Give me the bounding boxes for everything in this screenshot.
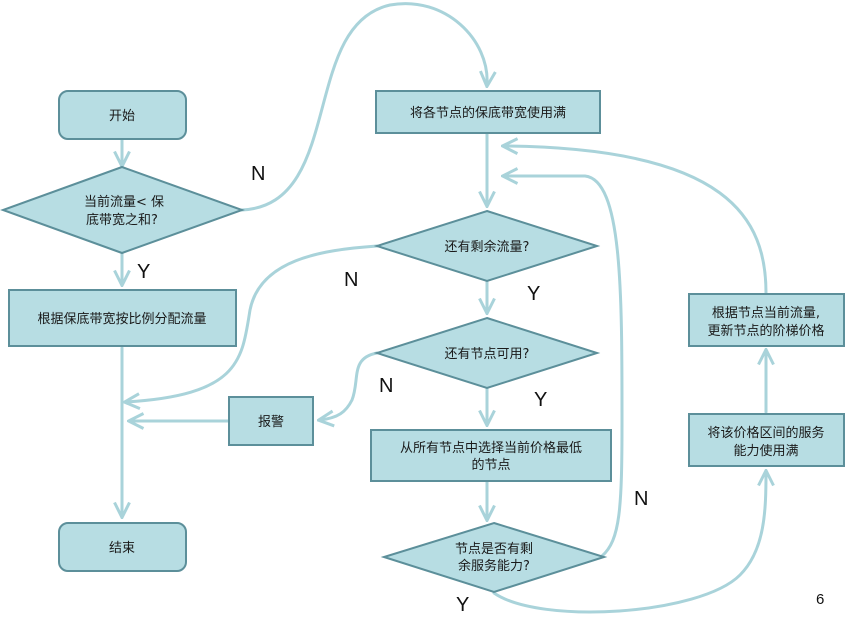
label-capacity-no: N bbox=[634, 488, 648, 510]
edge-capacity-no-to-remaining bbox=[504, 176, 624, 558]
page-number: 6 bbox=[816, 591, 824, 608]
node-fill-guarantee-label: 将各节点的保底带宽使用满 bbox=[410, 105, 566, 121]
node-capacity-check-line1: 节点是否有剩 bbox=[455, 542, 533, 557]
node-end-label: 结束 bbox=[109, 541, 135, 556]
node-update-price: 根据节点当前流量, 更新节点的阶梯价格 bbox=[688, 293, 845, 347]
node-select-lowest-price-line2: 的节点 bbox=[471, 457, 510, 473]
node-remaining-flow: 还有剩余流量? bbox=[373, 209, 601, 283]
node-update-price-line2: 更新节点的阶梯价格 bbox=[707, 323, 824, 339]
edge-update-to-remaining bbox=[504, 146, 768, 295]
node-nodes-available: 还有节点可用? bbox=[373, 316, 601, 390]
node-capacity-check-line2: 余服务能力? bbox=[458, 558, 530, 574]
node-check-total-flow-line1: 当前流量< 保 bbox=[84, 194, 164, 210]
node-remaining-flow-label: 还有剩余流量? bbox=[445, 239, 530, 255]
node-capacity-check: 节点是否有剩 余服务能力? bbox=[380, 521, 608, 594]
node-fill-price-interval-line2: 能力使用满 bbox=[733, 443, 798, 459]
edge-available-no-to-alarm bbox=[320, 351, 379, 420]
label-capacity-yes: Y bbox=[456, 594, 469, 616]
node-fill-price-interval: 将该价格区间的服务 能力使用满 bbox=[688, 413, 845, 467]
label-available-no: N bbox=[379, 375, 393, 397]
node-start: 开始 bbox=[58, 90, 187, 140]
label-remaining-no: N bbox=[344, 269, 358, 291]
node-alarm-label: 报警 bbox=[258, 414, 284, 430]
node-fill-price-interval-line1: 将该价格区间的服务 bbox=[707, 425, 824, 441]
node-select-lowest-price-line1: 从所有节点中选择当前价格最低 bbox=[400, 440, 582, 456]
label-remaining-yes: Y bbox=[527, 283, 540, 305]
edge-capacity-yes-to-fill-price bbox=[492, 472, 766, 614]
node-alarm: 报警 bbox=[228, 396, 314, 446]
label-available-yes: Y bbox=[534, 389, 547, 411]
node-allocate: 根据保底带宽按比例分配流量 bbox=[8, 289, 237, 347]
edge-check-no-to-fill-guarantee bbox=[240, 2, 487, 212]
node-fill-guarantee: 将各节点的保底带宽使用满 bbox=[375, 90, 601, 134]
node-nodes-available-label: 还有节点可用? bbox=[445, 347, 530, 362]
node-check-total-flow: 当前流量< 保 底带宽之和? bbox=[0, 165, 245, 255]
node-end: 结束 bbox=[58, 522, 187, 572]
connectors bbox=[122, 2, 768, 614]
node-select-lowest-price: 从所有节点中选择当前价格最低 的节点 bbox=[370, 429, 612, 482]
node-start-label: 开始 bbox=[109, 109, 135, 124]
node-allocate-label: 根据保底带宽按比例分配流量 bbox=[37, 311, 206, 327]
label-total-yes: Y bbox=[137, 261, 150, 283]
node-check-total-flow-line2: 底带宽之和? bbox=[86, 212, 158, 228]
label-total-no: N bbox=[251, 163, 265, 185]
node-update-price-line1: 根据节点当前流量, bbox=[712, 305, 820, 321]
edge-remaining-no-to-end-line bbox=[126, 244, 379, 402]
